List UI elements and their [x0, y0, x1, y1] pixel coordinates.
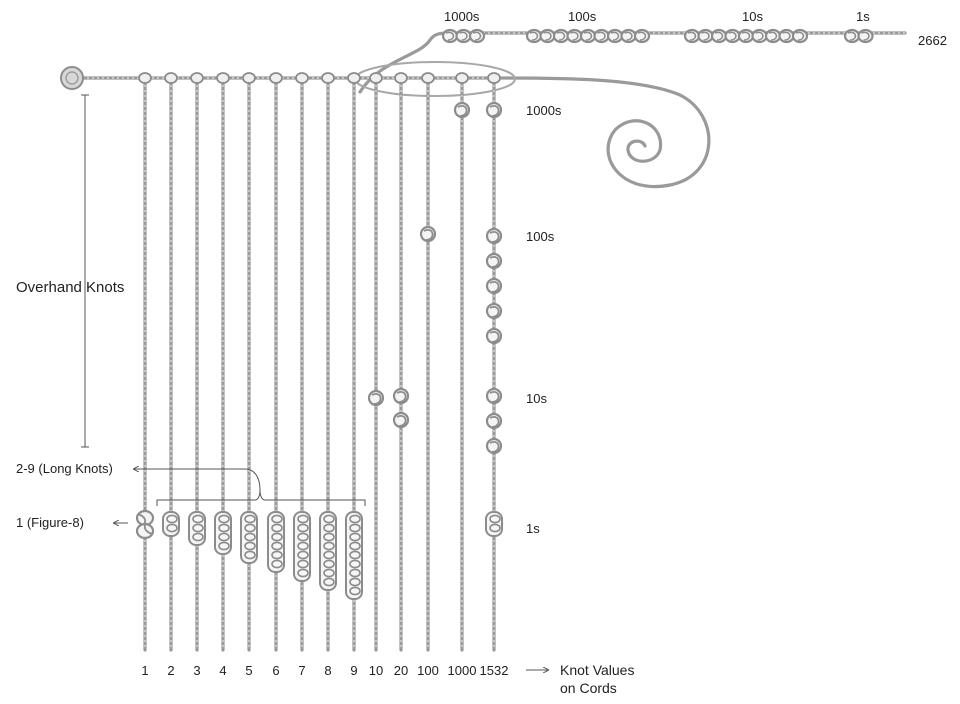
attachment-knot [269, 72, 283, 84]
overhand-knot [485, 227, 503, 245]
top-place-label-1s: 1s [856, 9, 870, 24]
top-place-label-10s: 10s [742, 9, 763, 24]
attachment-knot [421, 72, 435, 84]
cord-value-label: 2 [167, 663, 174, 678]
long-knot [319, 511, 337, 591]
top-knots-10s [683, 28, 809, 44]
overhand-knot [485, 277, 503, 295]
pendant-cord-4 [216, 72, 230, 652]
top-knots-100s [525, 28, 651, 44]
overhand-knot [485, 252, 503, 270]
pendant-cord-2 [164, 72, 178, 652]
figure-8-label: 1 (Figure-8) [16, 515, 84, 530]
attachment-knot [394, 72, 408, 84]
cord-value-label: 5 [245, 663, 252, 678]
overhand-knot [392, 387, 410, 405]
attachment-knot [190, 72, 204, 84]
overhand-knot [485, 437, 503, 455]
overhand-knot [485, 327, 503, 345]
attachment-knot [216, 72, 230, 84]
long-knot [485, 511, 503, 537]
cord-value-label: 20 [394, 663, 408, 678]
cord-value-label: 9 [350, 663, 357, 678]
pendant-cord-12 [421, 72, 435, 652]
pendant-cord-11 [394, 72, 408, 652]
overhand-knot [485, 387, 503, 405]
pendant-cord-13 [455, 72, 469, 652]
cord-value-label: 3 [193, 663, 200, 678]
pendant-cord-10 [369, 72, 383, 652]
cord-value-label: 1 [141, 663, 148, 678]
long-knot [345, 511, 363, 600]
cord-value-label: 100 [417, 663, 439, 678]
cord-value-label: 1000 [448, 663, 477, 678]
figure-8-knot [135, 509, 155, 540]
pendant-cord-1 [138, 72, 152, 652]
main-cord-end-knot [60, 66, 84, 90]
long-knot [267, 511, 285, 573]
attachment-knot [164, 72, 178, 84]
long-knots-label: 2-9 (Long Knots) [16, 461, 113, 476]
overhand-knots-bracket [81, 94, 89, 448]
attachment-knot [455, 72, 469, 84]
pendant-cord-14 [487, 72, 501, 652]
overhand-knots-label: Overhand Knots [16, 279, 124, 296]
attachment-knot [138, 72, 152, 84]
top-knots-1s [843, 28, 874, 44]
long-knots-brace [134, 469, 366, 506]
place-label-100s: 100s [526, 229, 555, 244]
attachment-knot [347, 72, 361, 84]
top-cord-knots [441, 28, 874, 44]
attachment-knot [242, 72, 256, 84]
top-place-label-1000s: 1000s [444, 9, 480, 24]
top-place-label-100s: 100s [568, 9, 597, 24]
attachment-knot [295, 72, 309, 84]
long-knot [162, 511, 180, 537]
overhand-knot [485, 302, 503, 320]
cord-value-label: 8 [324, 663, 331, 678]
pendant-cord-3 [190, 72, 204, 652]
cord-value-label: 10 [369, 663, 383, 678]
overhand-knot [419, 225, 437, 243]
overhand-knot [453, 101, 471, 119]
long-knot [293, 511, 311, 582]
cord-value-label: 1532 [480, 663, 509, 678]
knot-values-label-line1: Knot Values [560, 662, 634, 678]
overhand-knot [367, 389, 385, 407]
overhand-knot [485, 101, 503, 119]
place-label-1000s: 1000s [526, 103, 562, 118]
long-knot [240, 511, 258, 564]
cord-value-label: 7 [298, 663, 305, 678]
attachment-knot [487, 72, 501, 84]
top-knots-1000s [441, 28, 486, 44]
knot-values-label-line2: on Cords [560, 680, 617, 696]
place-label-1s: 1s [526, 521, 540, 536]
cord-value-label: 4 [219, 663, 226, 678]
overhand-knot [392, 411, 410, 429]
attachment-knot [321, 72, 335, 84]
long-knot [188, 511, 206, 546]
cord-value-label: 6 [272, 663, 279, 678]
pendant-cords [135, 72, 503, 652]
attachment-knot [369, 72, 383, 84]
overhand-knot [485, 412, 503, 430]
place-label-10s: 10s [526, 391, 547, 406]
long-knot [214, 511, 232, 555]
total-value-label: 2662 [918, 33, 947, 48]
